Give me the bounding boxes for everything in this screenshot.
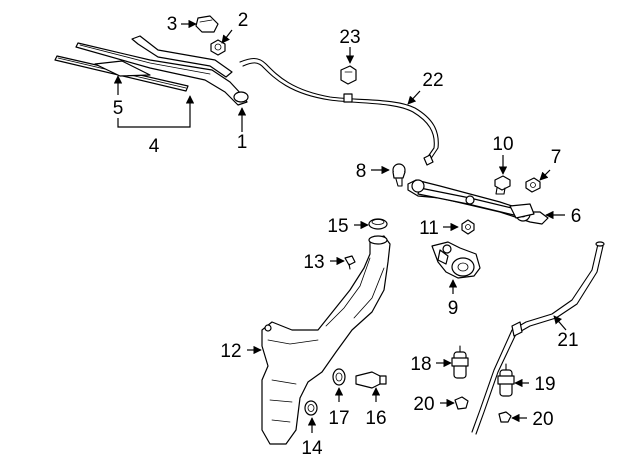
- callout-2: 2: [238, 10, 249, 31]
- washer-pump-rear: [497, 363, 515, 397]
- filler-neck: [471, 241, 605, 435]
- arm-nut: [210, 39, 226, 56]
- clip-13: [344, 255, 356, 270]
- callout-labels: 1 2 3 4 5 6 7 8 9 10 11 12 13 14 15 16 1…: [113, 10, 582, 459]
- callout-6: 6: [571, 206, 582, 227]
- callout-20-upper: 20: [413, 394, 434, 415]
- callout-5: 5: [113, 98, 124, 119]
- callout-7: 7: [551, 147, 562, 168]
- callout-10: 10: [492, 134, 513, 155]
- washer-reservoir: [261, 235, 391, 445]
- callout-9: 9: [448, 298, 459, 319]
- callout-4: 4: [149, 136, 160, 157]
- grommet-20-lower: [498, 411, 512, 423]
- callout-8: 8: [356, 161, 367, 182]
- wiper-blade: [54, 55, 189, 92]
- hose-connector: [340, 65, 357, 85]
- callout-11: 11: [419, 218, 439, 239]
- bolt-10: [494, 175, 511, 195]
- callout-3: 3: [167, 14, 178, 35]
- wiper-arm: [75, 35, 249, 106]
- level-sensor: [355, 371, 387, 389]
- callout-19: 19: [534, 374, 555, 395]
- arm-cap: [195, 15, 219, 33]
- callout-13: 13: [303, 252, 324, 273]
- callout-14: 14: [301, 438, 323, 459]
- callout-21: 21: [557, 330, 578, 351]
- callout-12: 12: [220, 341, 241, 362]
- callout-22: 22: [422, 70, 443, 91]
- grommet-17: [332, 368, 346, 386]
- leader-lines: [113, 19, 567, 433]
- callout-23: 23: [339, 27, 360, 48]
- callout-16: 16: [365, 408, 386, 429]
- wiper-motor: [431, 241, 481, 279]
- callout-15: 15: [327, 216, 348, 237]
- nut-11: [461, 219, 475, 235]
- callout-20-lower: 20: [532, 409, 553, 430]
- washer-hose: [239, 57, 439, 166]
- callout-1: 1: [237, 132, 248, 153]
- filler-clamp: [368, 218, 388, 230]
- washer-pump-front: [451, 345, 469, 379]
- callout-18: 18: [410, 354, 431, 375]
- wiper-linkage: [407, 179, 549, 225]
- bolt-8: [392, 163, 406, 187]
- bolt-7: [525, 177, 541, 193]
- grommet-20-upper: [454, 396, 469, 410]
- grommet-14: [304, 400, 318, 416]
- callout-17: 17: [328, 408, 349, 429]
